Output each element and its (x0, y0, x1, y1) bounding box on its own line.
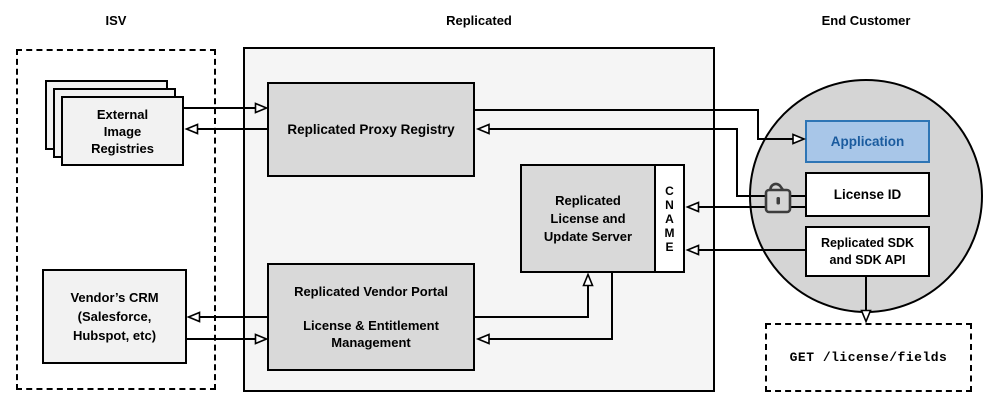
proxy-registry-label: Replicated Proxy Registry (287, 122, 455, 137)
padlock-keyhole (776, 197, 780, 205)
get-license-fields-node: GET /license/fields (765, 323, 972, 392)
license-update-server-label: Replicated License and Update Server (543, 192, 633, 244)
replicated-proxy-registry-node: Replicated Proxy Registry (267, 82, 475, 177)
padlock-shackle (769, 182, 785, 198)
external-image-registries-label: External Image Registries (91, 106, 154, 156)
arrowhead (792, 133, 807, 145)
end-customer-section-title: End Customer (821, 13, 911, 28)
cname-label: C N A M E (664, 183, 675, 254)
arrowhead (860, 309, 872, 324)
replicated-vendor-portal-node: Replicated Vendor Portal License & Entit… (267, 263, 475, 371)
replicated-sdk-node: Replicated SDK and SDK API (805, 226, 930, 277)
cname-node: C N A M E (654, 164, 685, 273)
unlocked-padlock-icon (764, 182, 792, 214)
replicated-sdk-label: Replicated SDK and SDK API (820, 235, 915, 267)
external-image-registries-node: External Image Registries (61, 96, 184, 166)
get-license-fields-label: GET /license/fields (789, 350, 948, 365)
isv-section-boundary (16, 49, 216, 390)
license-update-server-node: Replicated License and Update Server (520, 164, 656, 273)
replicated-section-title: Replicated (446, 13, 512, 28)
vendor-portal-label: Replicated Vendor Portal License & Entit… (294, 284, 448, 350)
isv-section-title: ISV (105, 13, 127, 28)
vendors-crm-label: Vendor’s CRM (Salesforce, Hubspot, etc) (70, 290, 159, 343)
license-id-node: License ID (805, 172, 930, 217)
padlock-body (764, 188, 792, 214)
application-node: Application (805, 120, 930, 163)
vendors-crm-node: Vendor’s CRM (Salesforce, Hubspot, etc) (42, 269, 187, 364)
license-id-label: License ID (833, 187, 902, 202)
application-label: Application (830, 134, 905, 149)
